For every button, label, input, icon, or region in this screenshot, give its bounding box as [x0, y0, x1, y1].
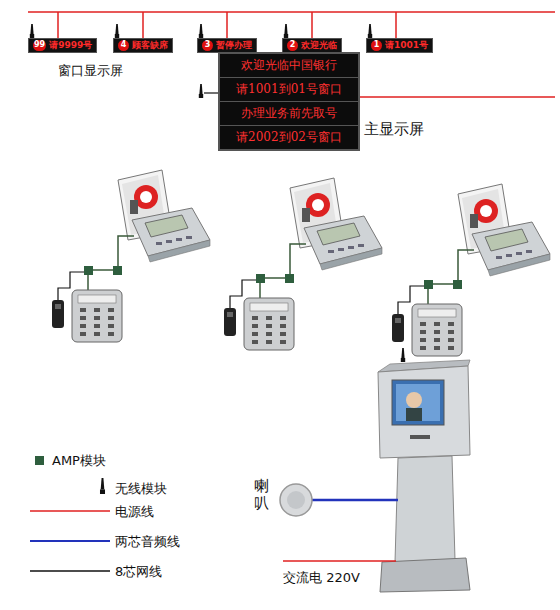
display-text: 请1001号 [385, 39, 428, 52]
legend-text: AMP模块 [52, 452, 106, 470]
window-display: 1请1001号 [366, 38, 433, 53]
legend-text: 无线模块 [115, 480, 167, 498]
display-text: 欢迎光临 [301, 39, 337, 52]
display-text: 顾客缺席 [132, 39, 168, 52]
window-display: 3暂停办理 [197, 38, 257, 53]
display-line: 请2002到02号窗口 [220, 126, 358, 149]
legend-text: 8芯网线 [115, 563, 162, 581]
callout-number: 3 [202, 40, 213, 51]
power-label: 交流电 220V [283, 569, 360, 587]
legend-text: 电源线 [115, 503, 154, 521]
window-display: 4顾客缺席 [113, 38, 173, 53]
display-line: 请1001到01号窗口 [220, 78, 358, 102]
callout-number: 4 [118, 40, 129, 51]
window-display: 99请9999号 [28, 38, 97, 53]
legend-swatch [35, 456, 44, 465]
main-display-screen: 欢迎光临中国银行请1001到01号窗口办理业务前先取号请2002到02号窗口 [218, 52, 360, 151]
window-display: 2欢迎光临 [282, 38, 342, 53]
callout-number: 1 [371, 40, 382, 51]
display-text: 暂停办理 [216, 39, 252, 52]
display-line: 办理业务前先取号 [220, 102, 358, 126]
display-line: 欢迎光临中国银行 [220, 54, 358, 78]
screen-label: 窗口显示屏 [58, 62, 123, 80]
speaker-label: 喇叭 [254, 478, 269, 511]
callout-number: 99 [33, 40, 46, 51]
legend-text: 两芯音频线 [115, 533, 180, 551]
callout-number: 2 [287, 40, 298, 51]
screen-label: 主显示屏 [364, 120, 424, 139]
display-text: 请9999号 [49, 39, 92, 52]
